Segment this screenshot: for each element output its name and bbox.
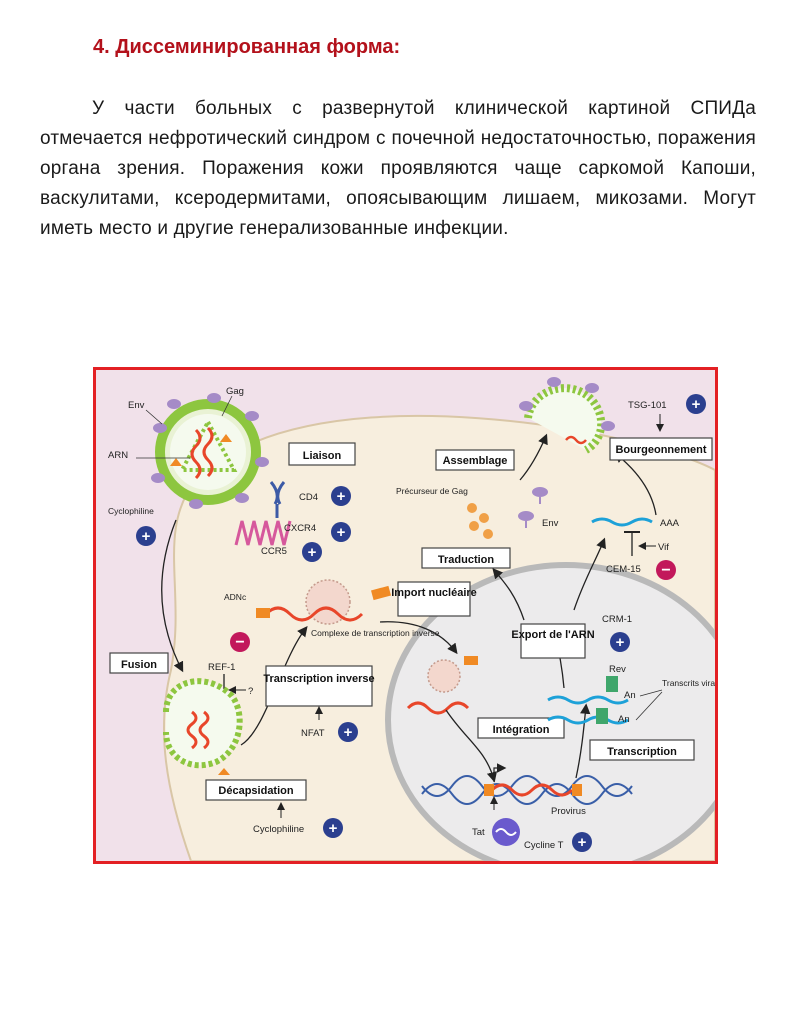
body-paragraph: У части больных с развернутой клиническо… (40, 94, 756, 244)
step-transcription-inverse: Transcription inverse (263, 673, 374, 685)
crm1-label: CRM-1 (602, 614, 632, 625)
provirus-dna (421, 763, 633, 805)
plus-badge-nfat: + (338, 722, 358, 742)
plus-badge-crm1: + (610, 632, 630, 652)
fusing-virion (163, 678, 243, 775)
gag-label: Gag (226, 386, 244, 397)
viral-transcripts (547, 676, 629, 725)
svg-text:+: + (337, 488, 346, 505)
svg-text:+: + (578, 834, 587, 851)
tat-label: Tat (472, 827, 485, 838)
an2-label: An (618, 714, 630, 725)
adnc-label: ADNc (224, 592, 247, 602)
rt-complex (256, 579, 391, 625)
step-bourgeonnement: Bourgeonnement (615, 444, 706, 456)
hiv-lifecycle-figure: Env Gag ARN Cyclophiline + Liaison CD4 +… (93, 367, 718, 864)
svg-text:−: − (661, 562, 670, 579)
svg-text:−: − (235, 634, 244, 651)
rev-label: Rev (609, 664, 626, 675)
section-heading: 4. Диссеминированная форма: (93, 36, 401, 58)
cycline-label: Cycline T (524, 840, 564, 851)
svg-text:+: + (344, 724, 353, 741)
cem15-label: CEM-15 (606, 564, 641, 575)
svg-text:+: + (142, 528, 151, 545)
step-integration: Intégration (493, 724, 550, 736)
arn-label: ARN (108, 450, 128, 461)
plus-badge-cd4: + (331, 486, 351, 506)
paragraph-text: У части больных с развернутой клиническо… (40, 98, 756, 239)
an1-label: An (624, 690, 636, 701)
step-transcription: Transcription (607, 746, 677, 758)
nucleus (385, 562, 715, 861)
env-protein (518, 487, 548, 528)
aaa-label: AAA (660, 518, 680, 529)
step-decapsidation: Décapsidation (218, 785, 293, 797)
nfat-label: NFAT (301, 728, 325, 739)
plus-badge-cycline: + (572, 832, 592, 852)
mrna (591, 517, 653, 527)
svg-text:+: + (616, 634, 625, 651)
env-label: Env (128, 400, 145, 411)
tat-cycline (492, 818, 520, 846)
minus-badge-cem15: − (656, 560, 676, 580)
budding-virion (519, 377, 615, 454)
minus-badge-ref1: − (230, 632, 250, 652)
cyclophiline-label: Cyclophiline (108, 506, 154, 516)
transcrits-label: Transcrits viraux (662, 678, 715, 688)
vif-label: Vif (658, 542, 669, 553)
cxcr4-label: CXCR4 (284, 523, 316, 534)
svg-text:+: + (692, 396, 701, 413)
svg-text:+: + (308, 544, 317, 561)
cd4-receptor (269, 481, 286, 518)
virion (151, 393, 269, 509)
question-mark: ? (248, 686, 253, 697)
nuclear-complex (406, 656, 478, 715)
cd4-label: CD4 (299, 492, 318, 503)
step-assemblage: Assemblage (443, 455, 508, 467)
ref1-label: REF-1 (208, 662, 235, 673)
cyclophiline2-label: Cyclophiline (253, 824, 304, 835)
step-import-nucleaire: Import nucléaire (391, 587, 477, 599)
plus-badge-tsg101: + (686, 394, 706, 414)
plus-badge-ccr5: + (302, 542, 322, 562)
step-fusion: Fusion (121, 659, 157, 671)
plus-badge-cyclophiline: + (323, 818, 343, 838)
step-liaison: Liaison (303, 450, 342, 462)
precurseur-label: Précurseur de Gag (396, 486, 468, 496)
svg-text:+: + (337, 524, 346, 541)
plus-badge-cxcr4: + (331, 522, 351, 542)
step-export-arn: Export de l'ARN (511, 629, 594, 641)
plus-badge-virion: + (136, 526, 156, 546)
ccr5-label: CCR5 (261, 546, 287, 557)
gag-precursor (467, 503, 493, 539)
env2-label: Env (542, 518, 559, 529)
step-traduction: Traduction (438, 554, 495, 566)
hiv-lifecycle-diagram: Env Gag ARN Cyclophiline + Liaison CD4 +… (108, 377, 715, 861)
coreceptor (234, 520, 292, 546)
provirus-label: Provirus (551, 806, 586, 817)
complexe-label: Complexe de transcription inverse (311, 628, 440, 638)
tsg101-label: TSG-101 (628, 400, 667, 411)
svg-text:+: + (329, 820, 338, 837)
